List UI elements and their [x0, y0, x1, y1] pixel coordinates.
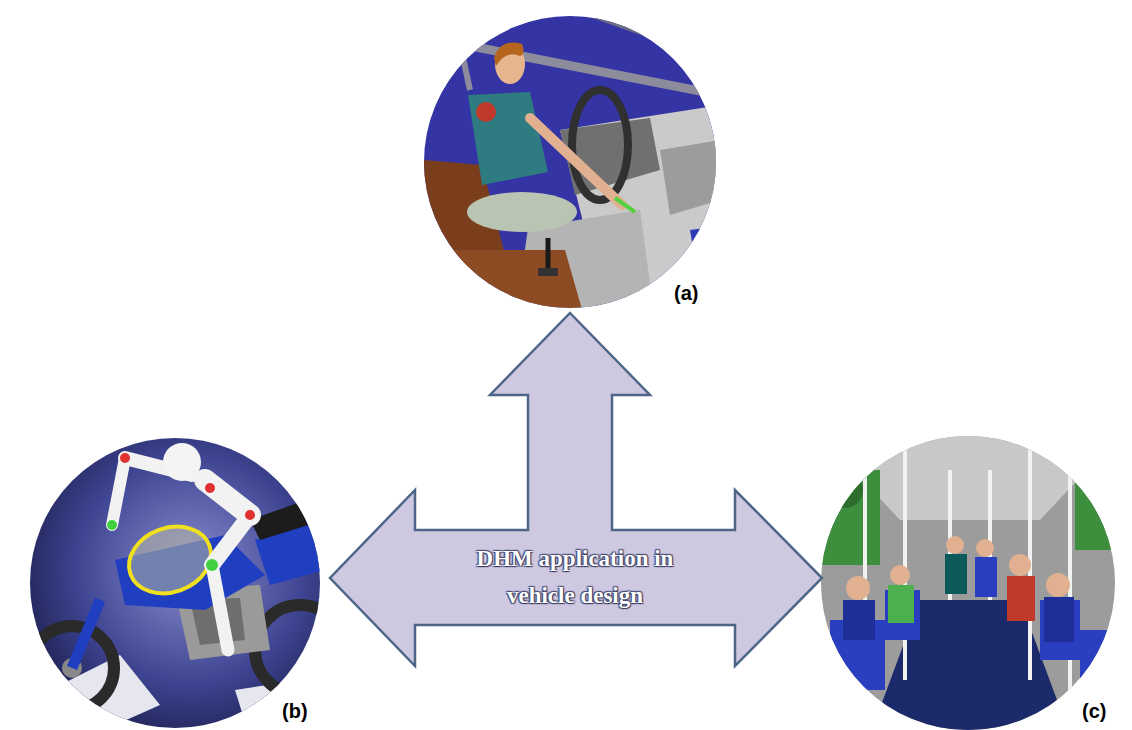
bus-interior-picture-part: [1009, 554, 1031, 576]
bus-interior-picture-part: [1075, 470, 1120, 550]
motorcycle-picture-part: [212, 565, 228, 650]
car-interior-picture-part: [615, 198, 635, 212]
motorcycle-picture-part: [250, 495, 325, 540]
car-interior-picture-part: [690, 228, 708, 242]
bus-interior-picture-part: [843, 600, 875, 640]
bus-interior-picture-part: [890, 565, 910, 585]
motorcycle-picture: [28, 436, 345, 730]
bus-interior-picture: [820, 435, 1130, 730]
bus-interior-picture-part: [865, 440, 1070, 730]
bus-interior-picture-part: [976, 539, 994, 557]
motorcycle-picture-part: [120, 516, 221, 605]
motorcycle-picture-part: [112, 458, 125, 525]
car-interior-picture-part: [494, 43, 524, 66]
motorcycle-picture-part: [212, 515, 250, 565]
multi-arrow-shape: DHM application in vehicle design: [326, 311, 826, 671]
car-interior-picture-part: [455, 20, 470, 90]
arrow-body: [330, 313, 822, 666]
bus-interior-picture-part: [1007, 576, 1035, 621]
bus-interior-picture-part: [1046, 573, 1070, 597]
arrow-text-area: DHM application in vehicle design: [415, 528, 735, 627]
bus-interior-picture-part: [827, 472, 863, 508]
bus-interior-picture-part-part: [903, 450, 907, 680]
bus-interior-picture-part: [888, 585, 914, 623]
motorcycle-picture-part: [28, 436, 324, 730]
car-interior-picture-part: [476, 102, 496, 122]
car-interior-picture-part: [424, 160, 505, 320]
car-interior-picture-part: [467, 192, 577, 232]
car-interior-picture-part: [468, 92, 548, 185]
motorcycle-picture-part: [205, 483, 215, 493]
bus-interior-picture-part: [820, 435, 1120, 730]
car-interior-picture-part: [590, 14, 720, 60]
bus-interior-picture-part: [820, 470, 880, 565]
panel-letter: (c): [1082, 700, 1106, 723]
motorcycle-picture-part: [72, 600, 100, 668]
bus-interior-picture-part: [946, 536, 964, 554]
motorcycle-picture-part: [107, 520, 117, 530]
motorcycle-picture-part: [163, 443, 201, 481]
panel-letter: (b): [282, 700, 308, 723]
car-interior-picture: [420, 10, 720, 320]
car-interior-picture-part: [660, 140, 720, 215]
car-interior-picture-part: [430, 250, 585, 320]
bus-interior-picture-part: [1044, 597, 1074, 642]
bus-interior-picture-part: [945, 554, 967, 594]
bus-interior-picture-part: [975, 557, 997, 597]
bus-interior-picture-part: [846, 576, 870, 600]
panel-letter: (a): [674, 282, 698, 305]
car-interior-picture-part: [546, 238, 551, 272]
motorcycle-picture-part: [120, 453, 130, 463]
motorcycle-picture-part: [205, 480, 250, 515]
car-interior-picture-part: [530, 118, 622, 205]
car-interior-picture-part: [440, 40, 720, 95]
center-title: DHM application in vehicle design: [455, 541, 695, 615]
motorcycle-picture-part: [245, 510, 255, 520]
motorcycle-picture-part: [206, 559, 218, 571]
car-interior-picture-part: [420, 10, 720, 320]
car-interior-picture-part: [538, 268, 558, 276]
motorcycle-picture-part: [30, 655, 160, 730]
arrow-outline: [326, 311, 826, 671]
